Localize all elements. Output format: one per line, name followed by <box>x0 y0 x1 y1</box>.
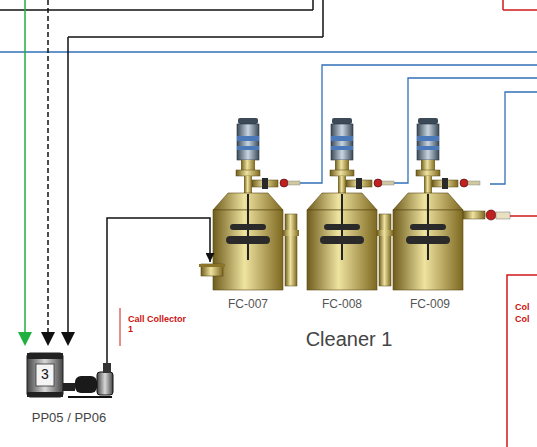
tank-node: FC-007 <box>200 262 292 318</box>
tank-tag: FC-007 <box>228 298 268 311</box>
tank-tag: FC-008 <box>322 298 362 311</box>
callout-note: Call Collector 1 <box>128 314 188 335</box>
tank-node: FC-008 <box>297 262 387 318</box>
callout-note: Col <box>515 314 530 324</box>
pump-tag: PP05 / PP06 <box>32 411 106 425</box>
pump-node: 3PP05 / PP06 <box>14 352 124 432</box>
tank-tag: FC-009 <box>410 298 450 311</box>
pump-number: 3 <box>41 367 49 382</box>
callout-note: Col <box>515 302 530 312</box>
tank-node: FC-009 <box>392 262 472 318</box>
pipe-connector <box>107 218 210 352</box>
unit-title: Cleaner 1 <box>306 328 393 351</box>
